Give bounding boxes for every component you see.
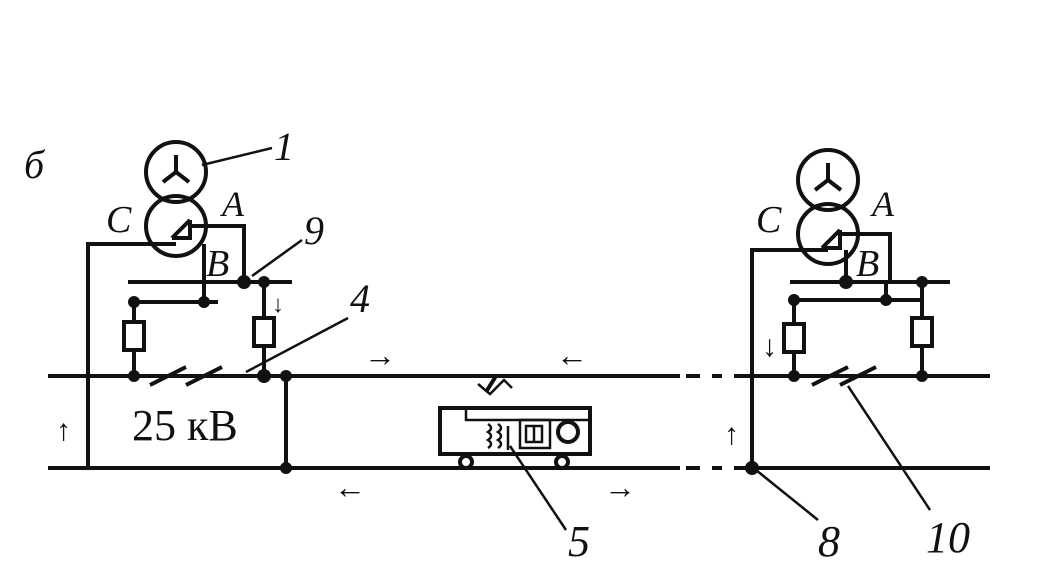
arrow-right-icon: → [604, 469, 636, 505]
right-star-symbol-icon [813, 163, 843, 192]
left-label-B: B [206, 243, 229, 285]
arrow-left-icon: ← [556, 337, 588, 373]
right-label-C: C [756, 199, 782, 241]
arrow-down-icon: ↓ [272, 292, 284, 318]
left-label-C: C [106, 199, 132, 241]
electric-locomotive [438, 374, 592, 531]
part-label: б [24, 142, 46, 187]
arrow-left-icon: ← [334, 469, 366, 505]
label-1: 1 [274, 124, 294, 169]
label-8: 8 [818, 517, 840, 566]
left-star-symbol-icon [161, 155, 191, 184]
voltage-label: 25 кВ [132, 401, 238, 450]
arrow-down-icon: ↓ [762, 330, 777, 363]
left-label-A: A [220, 184, 245, 224]
arrow-right-icon: → [364, 337, 396, 373]
left-substation [86, 140, 349, 474]
right-label-A: A [870, 184, 895, 224]
right-substation [745, 148, 950, 521]
arrow-up-icon: ↑ [724, 418, 739, 451]
label-4: 4 [350, 276, 370, 321]
right-primary-winding [796, 148, 860, 212]
left-primary-winding [144, 140, 208, 204]
label-5: 5 [568, 517, 590, 566]
label-9: 9 [304, 208, 324, 253]
label-10: 10 [926, 513, 970, 562]
right-label-B: B [856, 243, 879, 285]
arrow-up-icon: ↑ [56, 414, 71, 447]
